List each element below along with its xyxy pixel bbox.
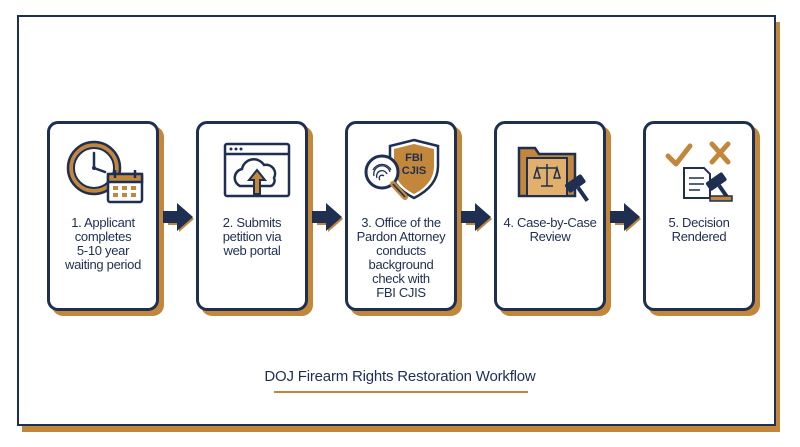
step-card-3: FBI CJIS 3. Office of the Pardon Attorne… <box>345 121 457 311</box>
cloud-upload-icon <box>207 134 297 204</box>
step-label: 3. Office of the Pardon Attorney conduct… <box>356 215 446 300</box>
step-label: 1. Applicant completes 5-10 year waiting… <box>64 215 141 272</box>
step-card-4: 4. Case-by-Case Review <box>494 121 606 311</box>
folder-gavel-icon <box>505 134 595 204</box>
svg-text:FBI: FBI <box>405 152 423 164</box>
caption-underline <box>274 391 528 393</box>
step-label: 4. Case-by-Case Review <box>503 215 597 244</box>
arrow-right-icon <box>312 200 344 234</box>
svg-text:CJIS: CJIS <box>402 165 426 177</box>
step-label: 2. Submits petition via web portal <box>222 215 282 258</box>
arrow-right-icon <box>461 200 493 234</box>
step-card-1: 1. Applicant completes 5-10 year waiting… <box>47 121 159 311</box>
clock-calendar-icon <box>58 134 148 204</box>
step-label: 5. Decision Rendered <box>668 215 730 244</box>
step-card-5: 5. Decision Rendered <box>643 121 755 311</box>
check-x-gavel-icon <box>654 134 744 204</box>
arrow-right-icon <box>610 200 642 234</box>
step-card-2: 2. Submits petition via web portal <box>196 121 308 311</box>
diagram-caption: DOJ Firearm Rights Restoration Workflow <box>264 368 536 385</box>
arrow-right-icon <box>163 200 195 234</box>
fingerprint-shield-icon: FBI CJIS <box>356 134 446 204</box>
